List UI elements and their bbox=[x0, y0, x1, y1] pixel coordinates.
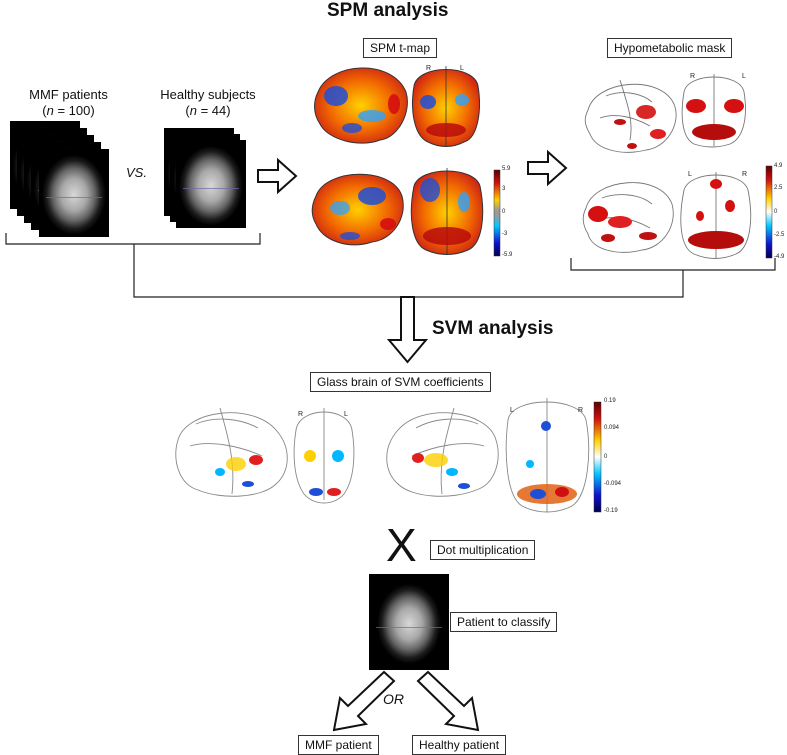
tmap-tick-3: -3 bbox=[502, 231, 508, 237]
tmap-axial-bottom bbox=[410, 168, 484, 255]
arrow-to-healthy-outcome bbox=[416, 670, 480, 732]
mask-tick-3: -2.5 bbox=[774, 232, 785, 238]
svm-axial bbox=[505, 398, 590, 513]
tmap-sagittal-top bbox=[314, 67, 408, 144]
arrow-down-to-svm bbox=[386, 296, 429, 364]
spm-analysis-title: SPM analysis bbox=[327, 0, 449, 21]
svm-sagittal-left bbox=[175, 407, 288, 497]
mask-orient-r2: R bbox=[742, 171, 747, 178]
svm-tick-1: 0.094 bbox=[604, 425, 620, 431]
tmap-tick-2: 0 bbox=[502, 209, 506, 215]
patient-scan bbox=[369, 574, 449, 670]
mask-orient-l: L bbox=[742, 73, 746, 80]
tmap-tick-0: 5.9 bbox=[502, 166, 511, 172]
or-label: OR bbox=[383, 691, 404, 707]
tmap-orient-l: L bbox=[460, 65, 464, 72]
input-bracket bbox=[5, 233, 261, 245]
svm-orient-l2: L bbox=[510, 407, 514, 414]
outcome-healthy-patient: Healthy patient bbox=[412, 735, 507, 755]
healthy-subjects-count: (n = 44) bbox=[185, 103, 231, 118]
arrow-to-mmf-outcome bbox=[332, 670, 396, 732]
mmf-patients-count: (n = 100) bbox=[42, 103, 95, 118]
mmf-patients-caption: MMF patients (n = 100) bbox=[21, 87, 116, 119]
svm-orient-l1: L bbox=[344, 411, 348, 418]
multiply-symbol: X bbox=[386, 519, 417, 571]
mask-tick-2: 0 bbox=[774, 209, 778, 215]
mask-orient-l2: L bbox=[688, 171, 692, 178]
mask-tick-4: -4.9 bbox=[774, 254, 785, 260]
svm-tick-0: 0.19 bbox=[604, 398, 616, 404]
svm-analysis-title: SVM analysis bbox=[432, 318, 554, 339]
mask-tick-0: 4.9 bbox=[774, 163, 783, 169]
tmap-tick-1: 3 bbox=[502, 186, 506, 192]
mask-sagittal-bottom bbox=[582, 182, 674, 253]
arrow-to-tmap bbox=[257, 157, 298, 195]
dot-multiplication-label: Dot multiplication bbox=[430, 540, 536, 560]
mmf-patients-label: MMF patients bbox=[29, 87, 108, 102]
svm-tick-2: 0 bbox=[604, 454, 608, 460]
hypometabolic-mask-label: Hypometabolic mask bbox=[607, 38, 733, 58]
mask-axial-bottom bbox=[680, 172, 752, 259]
mmf-scan-5 bbox=[39, 149, 109, 237]
svm-tick-4: -0.19 bbox=[604, 508, 618, 514]
svm-orient-r2: R bbox=[578, 407, 583, 414]
arrow-to-mask bbox=[527, 149, 568, 187]
tmap-tick-4: -5.9 bbox=[502, 252, 513, 258]
healthy-subjects-label: Healthy subjects bbox=[160, 87, 256, 102]
mask-colorbar bbox=[765, 165, 773, 259]
healthy-scan-3 bbox=[176, 140, 246, 228]
spm-tmap-label: SPM t-map bbox=[363, 38, 438, 58]
tmap-axial-top bbox=[412, 66, 480, 147]
mask-sagittal-top bbox=[584, 79, 677, 153]
mask-axial-top bbox=[681, 74, 746, 148]
vs-label: VS. bbox=[126, 165, 147, 180]
mask-bracket bbox=[570, 258, 776, 271]
svm-orient-r1: R bbox=[298, 411, 303, 418]
svm-sagittal-right bbox=[386, 407, 499, 497]
patient-to-classify-label: Patient to classify bbox=[450, 612, 558, 632]
glass-brain-label: Glass brain of SVM coefficients bbox=[310, 372, 491, 392]
mask-tick-1: 2.5 bbox=[774, 185, 783, 191]
mask-orient-r: R bbox=[690, 73, 695, 80]
healthy-subjects-caption: Healthy subjects (n = 44) bbox=[153, 87, 263, 119]
svm-colorbar bbox=[593, 401, 602, 513]
tmap-sagittal-bottom bbox=[311, 173, 404, 246]
tmap-orient-r: R bbox=[426, 65, 431, 72]
tmap-colorbar bbox=[493, 169, 501, 257]
svm-coronal-left bbox=[293, 408, 355, 504]
svm-tick-3: -0.094 bbox=[604, 481, 622, 487]
